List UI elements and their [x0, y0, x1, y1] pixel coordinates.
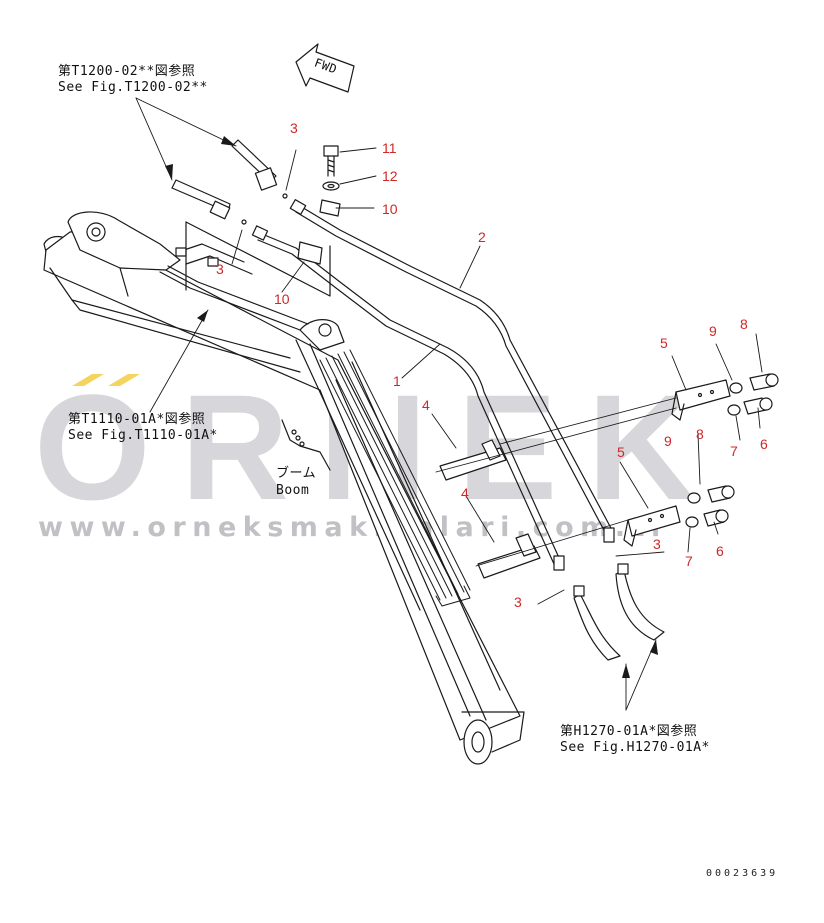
ref-left-en: See Fig.T1110-01A*: [68, 428, 218, 443]
callout-3: 3: [290, 120, 298, 136]
callout-10: 10: [382, 201, 398, 217]
clamp-5-lower: [623, 505, 681, 547]
callout-8: 8: [696, 426, 704, 442]
callout-6: 6: [716, 543, 724, 559]
boom-label-jp: ブーム: [276, 466, 317, 481]
clamp-4-lower: [477, 533, 541, 579]
upper-hoses: [159, 221, 331, 331]
watermark-accent: [72, 374, 140, 386]
callout-3: 3: [653, 536, 661, 552]
document-number: 00023639: [706, 868, 779, 879]
callout-1: 1: [393, 373, 401, 389]
callout-5: 5: [617, 444, 625, 460]
callout-7: 7: [685, 553, 693, 569]
o-ring-3-top: [282, 193, 288, 199]
callout-3: 3: [216, 261, 224, 277]
bolt-6-lower: [703, 509, 729, 527]
callout-11: 11: [382, 140, 397, 156]
callout-5: 5: [660, 335, 668, 351]
callout-12: 12: [382, 168, 398, 184]
ref-bottom-en: See Fig.H1270-01A*: [560, 740, 710, 755]
arrowheads: [165, 136, 658, 678]
callout-7: 7: [730, 443, 738, 459]
watermark-url: www.orneksmakinalari.com.tr: [38, 512, 671, 543]
clamp-plate-10: [297, 199, 341, 265]
pipe-2: [289, 199, 615, 543]
clamp-4-upper: [439, 439, 507, 481]
fwd-arrow: [295, 43, 355, 93]
ref-bottom-jp: 第H1270-01A*図参照: [560, 724, 698, 739]
callout-3: 3: [514, 594, 522, 610]
boom-hoses: [319, 349, 471, 607]
bolt-8-lower: [707, 485, 735, 503]
boom-body: [43, 211, 525, 765]
washer-12: [322, 181, 340, 191]
washers: [685, 382, 743, 528]
bolt-6-upper: [743, 397, 773, 415]
callout-4: 4: [422, 397, 430, 413]
callout-9: 9: [709, 323, 717, 339]
ref-top-en: See Fig.T1200-02**: [58, 80, 208, 95]
callout-8: 8: [740, 316, 748, 332]
hose-ref-bottom: [573, 563, 665, 661]
bolt-11: [323, 145, 339, 177]
ref-top-jp: 第T1200-02**図参照: [58, 64, 196, 79]
clamp-5-upper: [671, 379, 731, 421]
pipe-1: [251, 225, 565, 571]
callout-4: 4: [461, 485, 469, 501]
callout-6: 6: [760, 436, 768, 452]
callout-2: 2: [478, 229, 486, 245]
hose-ref-top: [171, 139, 278, 220]
callout-10: 10: [274, 291, 290, 307]
bolt-8-upper: [749, 373, 779, 391]
ref-left-jp: 第T1110-01A*図参照: [68, 412, 206, 427]
o-ring-3-mid: [241, 219, 247, 225]
callout-9: 9: [664, 433, 672, 449]
boom-label-en: Boom: [276, 483, 310, 498]
